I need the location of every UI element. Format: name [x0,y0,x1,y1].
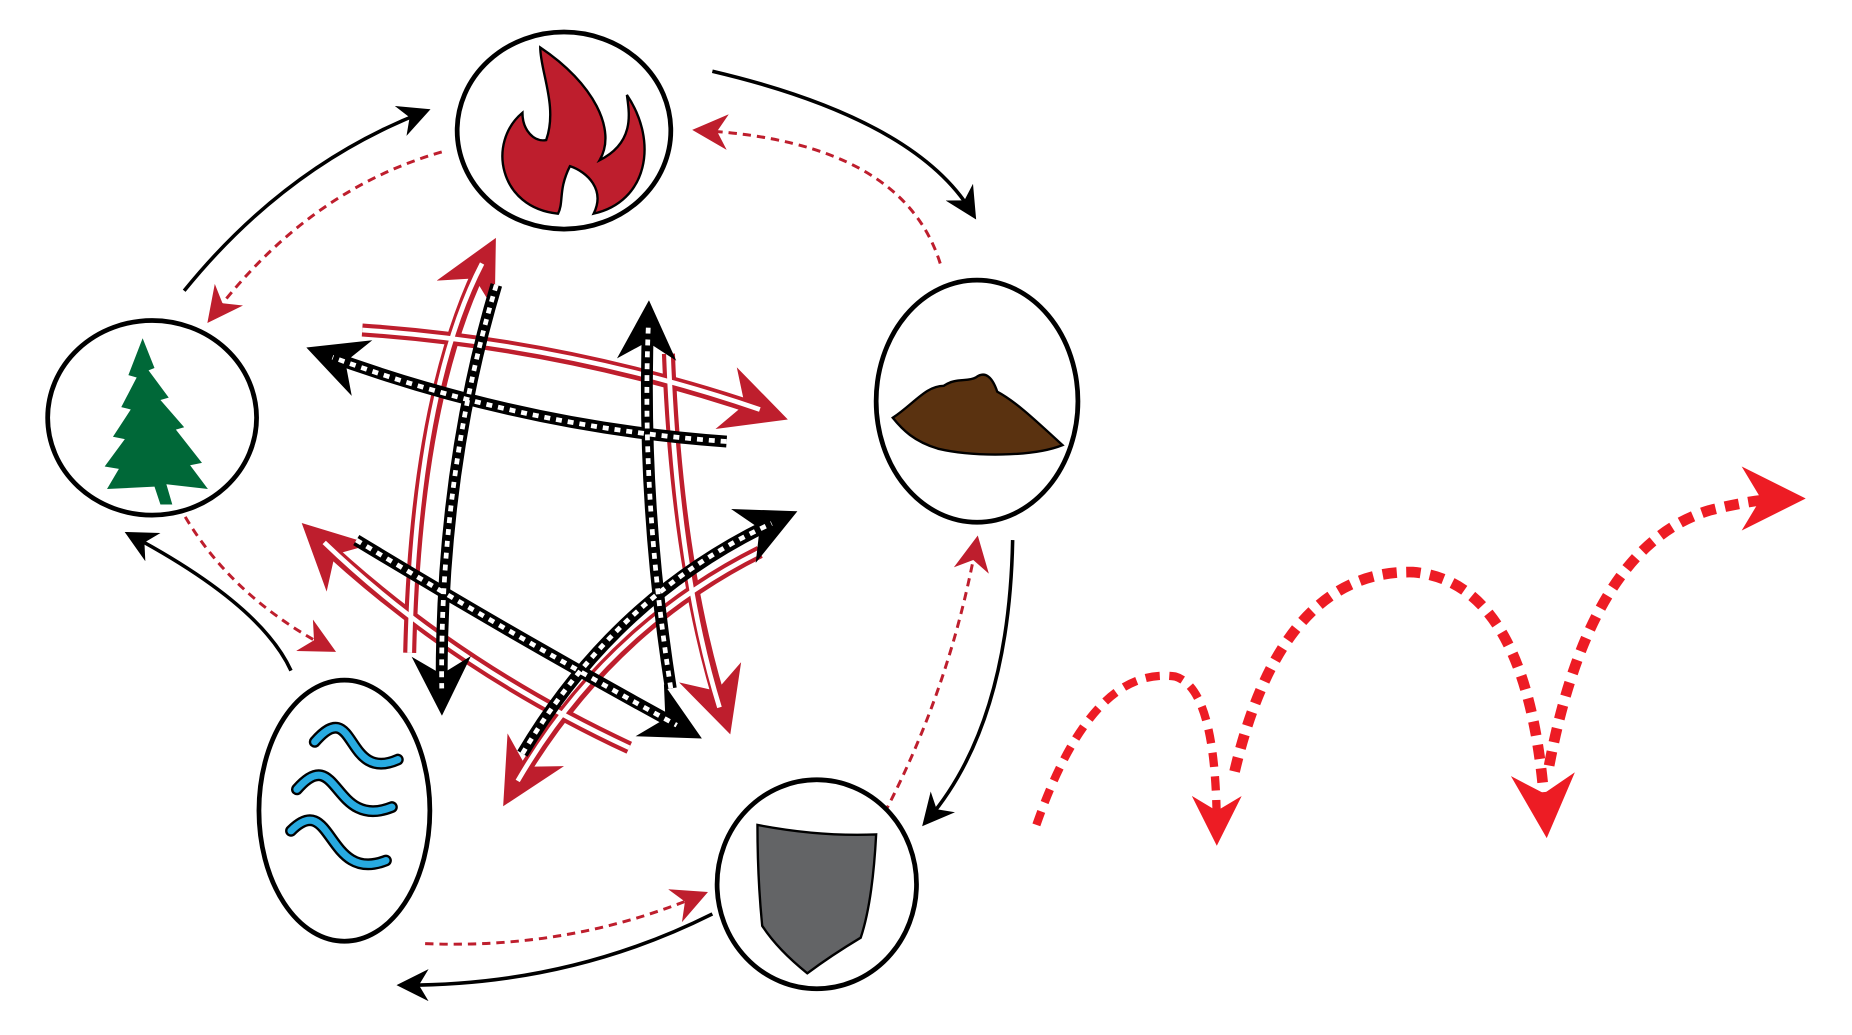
node-fire [454,29,674,232]
arrow-earth-to-metal [922,540,1015,827]
arrow-fire-to-wood [207,150,443,324]
generating-arrows [124,69,1015,1002]
node-wood [45,318,259,518]
bounce-arrow-1 [1032,671,1242,846]
bounce-arrow-2 [1229,566,1575,839]
flame-icon [501,45,646,216]
pine-tree-icon [104,338,208,505]
bouncing-arrows [1032,466,1806,846]
soil-pile-icon [891,373,1065,456]
shield-icon [756,823,878,975]
arrow-earth-to-fire [692,114,942,264]
bounce-arrow-3 [1543,466,1806,767]
star-red-arrows [301,237,788,807]
arrow-water-to-metal [425,889,708,946]
node-water [256,677,433,944]
arrow-wood-to-fire [182,106,431,292]
arrow-metal-to-water [396,912,714,1002]
node-earth [873,277,1081,525]
arrow-metal-to-earth [883,535,989,814]
node-metal [714,777,919,992]
arrow-fire-to-earth [711,69,977,220]
star-black-arrows [306,283,798,757]
arrow-wood-to-water [176,503,337,652]
reverse-arrows [176,114,989,946]
arrow-water-to-wood [124,531,293,672]
